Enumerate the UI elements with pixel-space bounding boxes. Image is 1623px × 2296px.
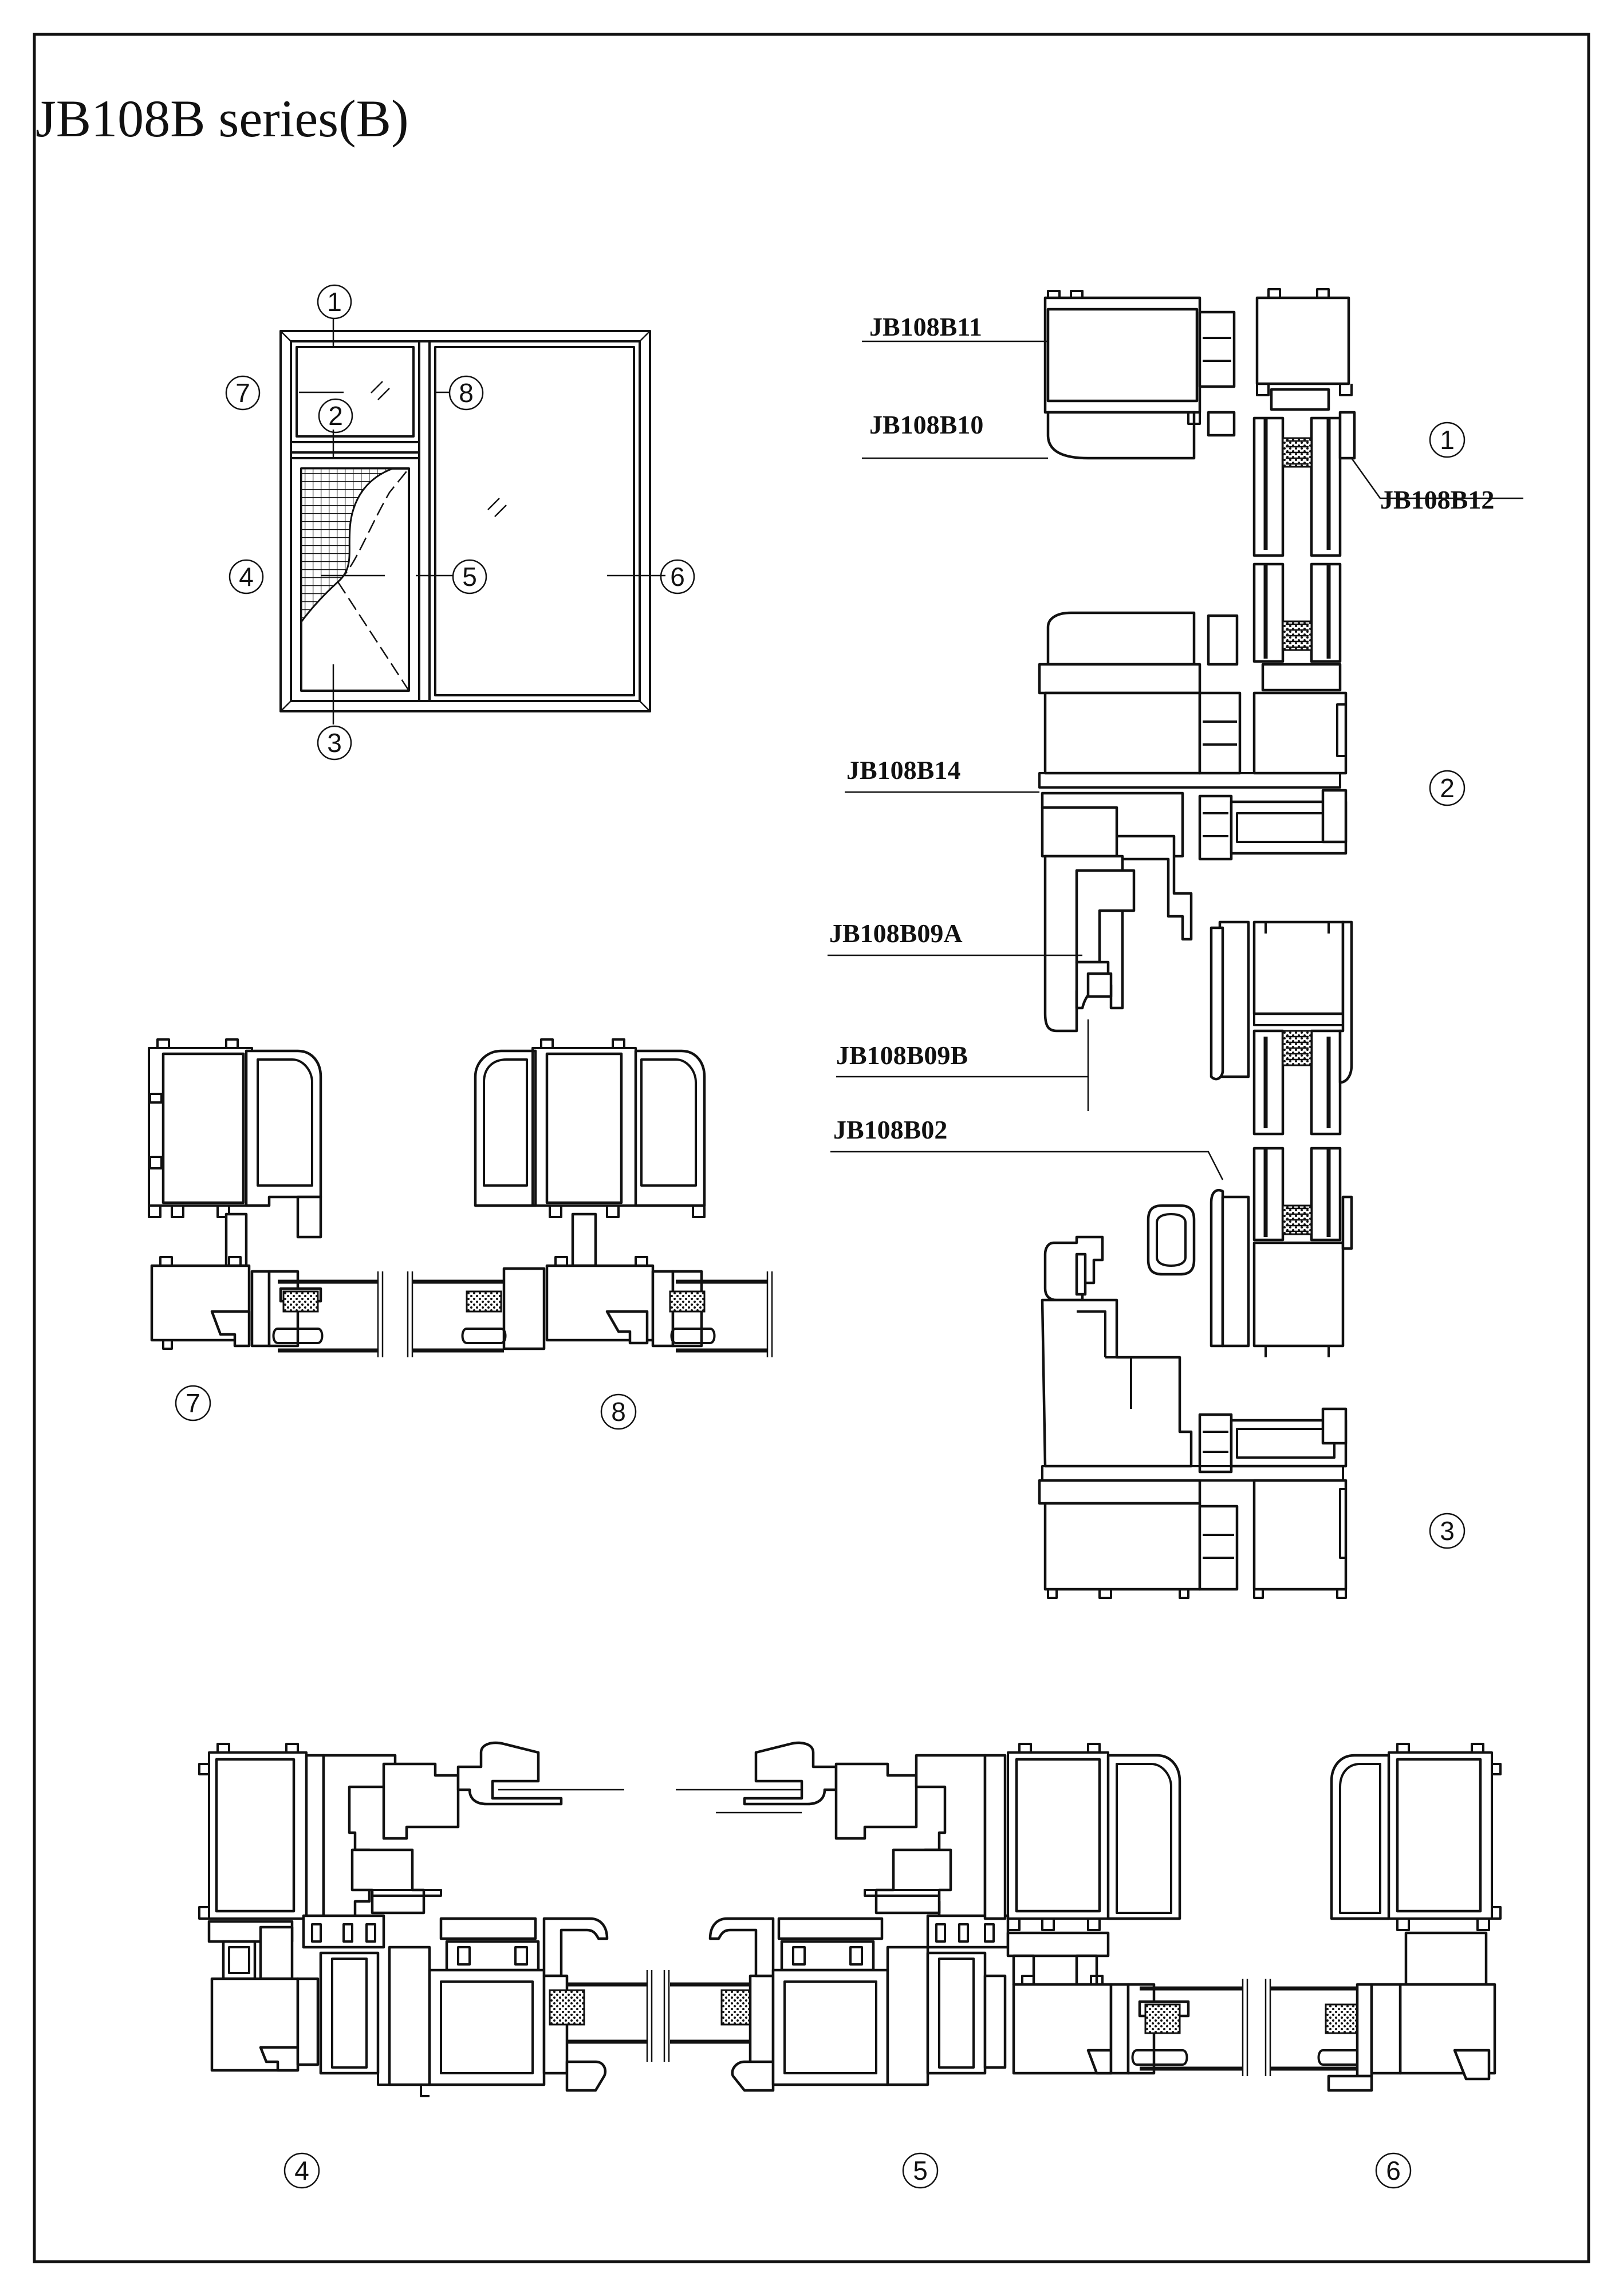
horizontal-section-6-label: 6 — [1375, 2152, 1412, 2189]
svg-text:1: 1 — [1440, 425, 1455, 455]
vertical-section-3-labels: 3 — [1429, 1513, 1466, 1549]
svg-text:5: 5 — [462, 562, 477, 592]
horizontal-section-5-label: 5 — [902, 2152, 939, 2189]
elevation-callouts: 1 7 8 2 4 5 6 3 — [225, 284, 695, 761]
horizontal-section-5 — [663, 1741, 1010, 2092]
section-8 — [407, 1038, 773, 1357]
label-jb108b09b: JB108B09B — [836, 1041, 968, 1070]
section-7-label: 7 — [175, 1385, 211, 1421]
horizontal-section-6 — [1006, 1743, 1502, 2092]
svg-text:4: 4 — [294, 2156, 309, 2185]
svg-text:6: 6 — [1386, 2156, 1401, 2185]
sheet-border — [33, 33, 1590, 2263]
svg-text:7: 7 — [235, 378, 250, 408]
page-title: JB108B series(B) — [36, 89, 409, 148]
svg-text:1: 1 — [327, 287, 342, 317]
svg-text:8: 8 — [459, 378, 474, 408]
label-jb108b10: JB108B10 — [869, 410, 983, 439]
vertical-section-2 — [828, 562, 1353, 1180]
label-jb108b02: JB108B02 — [833, 1115, 947, 1144]
insect-mesh — [300, 467, 393, 625]
vertical-section-2-labels: JB108B14 JB108B09A JB108B09B JB108B02 2 — [829, 755, 1466, 1144]
svg-text:8: 8 — [611, 1397, 626, 1427]
label-jb108b11: JB108B11 — [869, 312, 982, 341]
svg-text:6: 6 — [670, 562, 685, 592]
section-8-label: 8 — [600, 1393, 637, 1430]
window-elevation — [279, 318, 665, 724]
svg-text:3: 3 — [1440, 1516, 1455, 1546]
svg-text:4: 4 — [239, 562, 254, 592]
vertical-section-3 — [1038, 1147, 1353, 1599]
svg-text:2: 2 — [1440, 773, 1455, 803]
svg-text:7: 7 — [186, 1388, 200, 1418]
vertical-section-1 — [862, 288, 1523, 557]
label-jb108b09a: JB108B09A — [829, 919, 963, 948]
section-7 — [148, 1038, 384, 1357]
horizontal-section-4 — [198, 1741, 653, 2097]
label-jb108b14: JB108B14 — [846, 755, 960, 785]
vertical-section-1-labels: JB108B11 JB108B10 JB108B12 1 — [869, 312, 1494, 514]
horizontal-section-4-label: 4 — [283, 2152, 320, 2189]
svg-text:3: 3 — [327, 728, 342, 758]
label-jb108b12: JB108B12 — [1380, 485, 1494, 514]
svg-text:5: 5 — [913, 2156, 928, 2185]
svg-text:2: 2 — [328, 401, 343, 431]
